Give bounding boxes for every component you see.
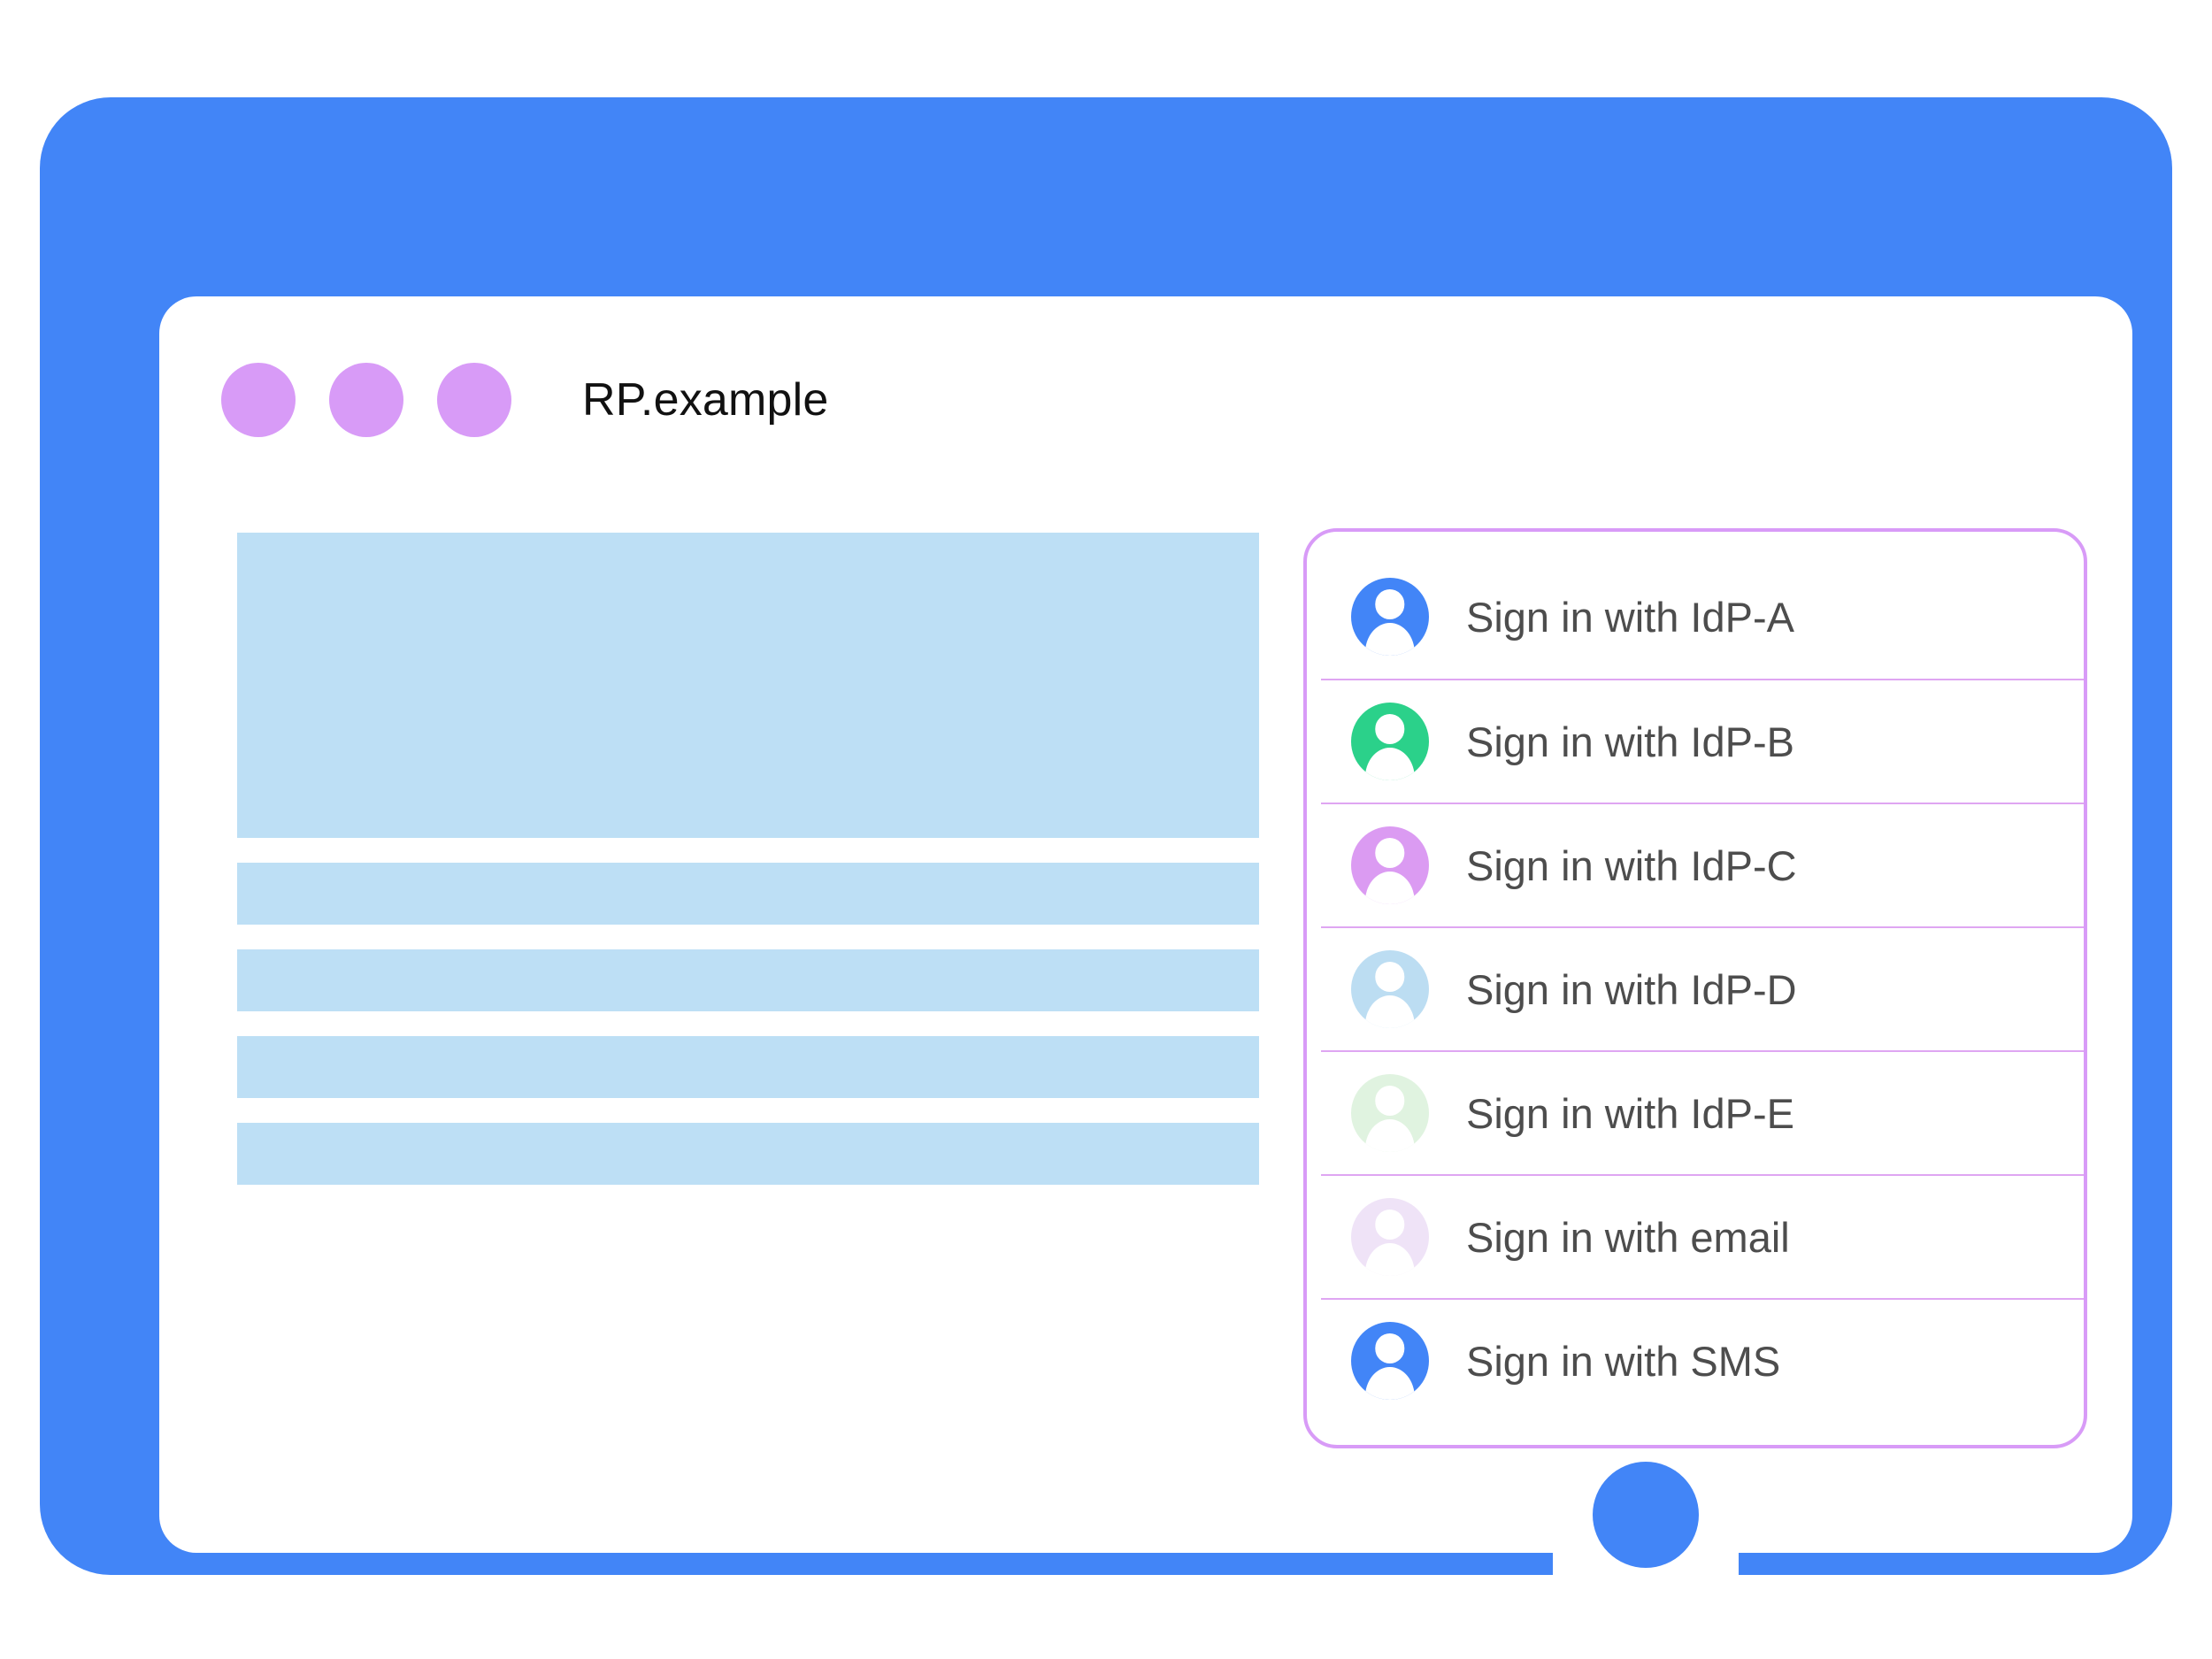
person-avatar-icon bbox=[1351, 1198, 1429, 1276]
person-avatar-icon bbox=[1351, 578, 1429, 656]
content-block-line-4 bbox=[237, 1123, 1259, 1185]
avatar-head bbox=[1375, 838, 1405, 868]
avatar-body bbox=[1364, 1243, 1416, 1276]
account-chooser-option-label: Sign in with IdP-B bbox=[1466, 718, 1794, 765]
avatar-body bbox=[1364, 872, 1416, 904]
avatar-body bbox=[1364, 623, 1416, 656]
page-title: RP.example bbox=[582, 374, 829, 426]
avatar-body bbox=[1364, 1367, 1416, 1400]
content-block-hero bbox=[237, 533, 1259, 838]
account-chooser-option[interactable]: Sign in with email bbox=[1307, 1174, 2084, 1298]
person-avatar-icon bbox=[1351, 1322, 1429, 1400]
avatar-head bbox=[1375, 589, 1405, 619]
account-chooser-option[interactable]: Sign in with IdP-B bbox=[1307, 679, 2084, 803]
account-chooser-option[interactable]: Sign in with SMS bbox=[1307, 1298, 2084, 1422]
account-chooser-option-label: Sign in with IdP-D bbox=[1466, 965, 1797, 1013]
account-chooser-option-label: Sign in with IdP-E bbox=[1466, 1089, 1794, 1137]
page-content-placeholders bbox=[237, 533, 1259, 1185]
account-chooser-option[interactable]: Sign in with IdP-D bbox=[1307, 926, 2084, 1050]
account-chooser-option[interactable]: Sign in with IdP-A bbox=[1307, 555, 2084, 679]
content-block-line-3 bbox=[237, 1036, 1259, 1098]
avatar-head bbox=[1375, 962, 1405, 992]
browser-titlebar: RP.example bbox=[221, 363, 829, 437]
avatar-body bbox=[1364, 748, 1416, 780]
content-block-line-1 bbox=[237, 863, 1259, 925]
person-avatar-icon bbox=[1351, 703, 1429, 780]
account-chooser-option-label: Sign in with IdP-C bbox=[1466, 841, 1797, 889]
account-chooser-option-label: Sign in with email bbox=[1466, 1213, 1790, 1261]
person-avatar-icon bbox=[1351, 950, 1429, 1028]
window-dot-1[interactable] bbox=[221, 363, 296, 437]
account-chooser-option[interactable]: Sign in with IdP-C bbox=[1307, 803, 2084, 926]
home-button[interactable] bbox=[1593, 1462, 1699, 1568]
window-dot-2[interactable] bbox=[329, 363, 403, 437]
content-block-line-2 bbox=[237, 949, 1259, 1011]
account-chooser-option-label: Sign in with IdP-A bbox=[1466, 593, 1794, 641]
account-chooser-option-label: Sign in with SMS bbox=[1466, 1337, 1781, 1385]
avatar-head bbox=[1375, 1086, 1405, 1116]
avatar-head bbox=[1375, 714, 1405, 744]
avatar-body bbox=[1364, 1119, 1416, 1152]
account-chooser-option[interactable]: Sign in with IdP-E bbox=[1307, 1050, 2084, 1174]
avatar-head bbox=[1375, 1210, 1405, 1240]
person-avatar-icon bbox=[1351, 1074, 1429, 1152]
avatar-body bbox=[1364, 995, 1416, 1028]
account-chooser-popup: Sign in with IdP-A Sign in with IdP-B Sign… bbox=[1303, 528, 2087, 1448]
window-dot-3[interactable] bbox=[437, 363, 511, 437]
person-avatar-icon bbox=[1351, 826, 1429, 904]
avatar-head bbox=[1375, 1333, 1405, 1363]
